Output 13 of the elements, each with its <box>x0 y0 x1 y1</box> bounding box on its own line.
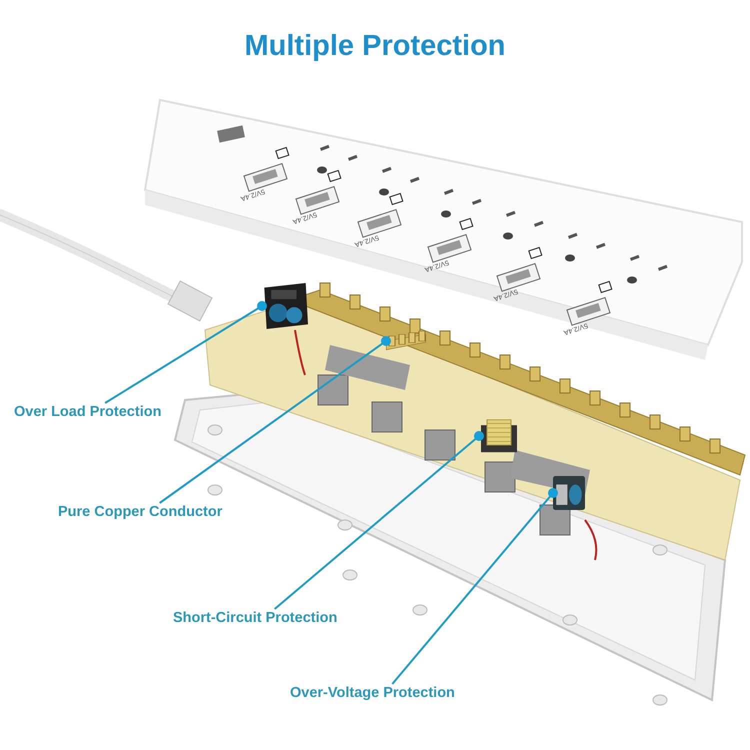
leader-line <box>104 301 267 404</box>
circuit-breaker-drawing <box>262 283 308 329</box>
callout-label: Over Load Protection <box>14 403 162 421</box>
leader-line <box>159 336 391 504</box>
title: Multiple Protection <box>244 30 506 63</box>
leader-line <box>274 431 484 610</box>
callout-label: Over-Voltage Protection <box>290 684 455 702</box>
callout-label: Short-Circuit Protection <box>173 609 338 627</box>
copper-strip-drawing <box>386 330 426 352</box>
circuit-component-drawing <box>553 476 585 510</box>
transformer-drawing <box>479 418 519 454</box>
leader-line <box>392 488 558 685</box>
callout-label: Pure Copper Conductor <box>58 503 222 521</box>
